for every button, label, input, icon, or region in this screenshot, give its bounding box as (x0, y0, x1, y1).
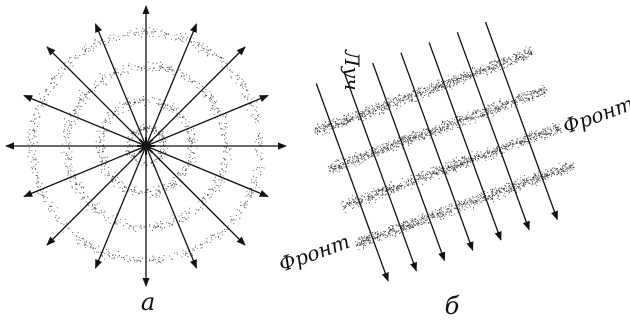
front-label-bottom: Фронт (276, 229, 353, 277)
ray-arrow (315, 83, 389, 282)
ray-arrow (428, 42, 502, 241)
ray-arrow (456, 31, 530, 231)
ray-arrow (46, 145, 147, 246)
panel-a-label: а (141, 288, 155, 316)
spherical-wave-panel (5, 5, 287, 287)
radial-rays (5, 5, 287, 287)
ray-arrow (23, 145, 147, 198)
wavefront-band (340, 123, 563, 213)
ray-arrow (400, 52, 474, 251)
wavefront-bands (314, 46, 575, 251)
wavefront-band (327, 85, 548, 174)
ray-label: Луч (340, 49, 364, 91)
ray-arrow (94, 23, 147, 147)
source-dot (142, 142, 150, 150)
point-source (137, 137, 155, 155)
ray-arrow (372, 62, 446, 262)
panel-b-label: б (445, 292, 460, 320)
ray-arrow (145, 145, 269, 198)
ray-arrow (145, 145, 246, 246)
front-label-top: Фронт (560, 91, 630, 139)
ray-arrow (343, 73, 417, 272)
wavefront-band (355, 162, 575, 251)
ray-arrow (46, 46, 147, 147)
ray-arrow (145, 145, 198, 269)
ray-arrow (145, 23, 198, 147)
ray-arrow (484, 21, 558, 221)
ray-arrow (23, 94, 147, 147)
plane-wave-panel (314, 21, 575, 282)
ray-arrow (145, 94, 269, 147)
ray-arrow (145, 46, 246, 147)
ray-arrow (94, 145, 147, 269)
parallel-rays (315, 21, 558, 282)
